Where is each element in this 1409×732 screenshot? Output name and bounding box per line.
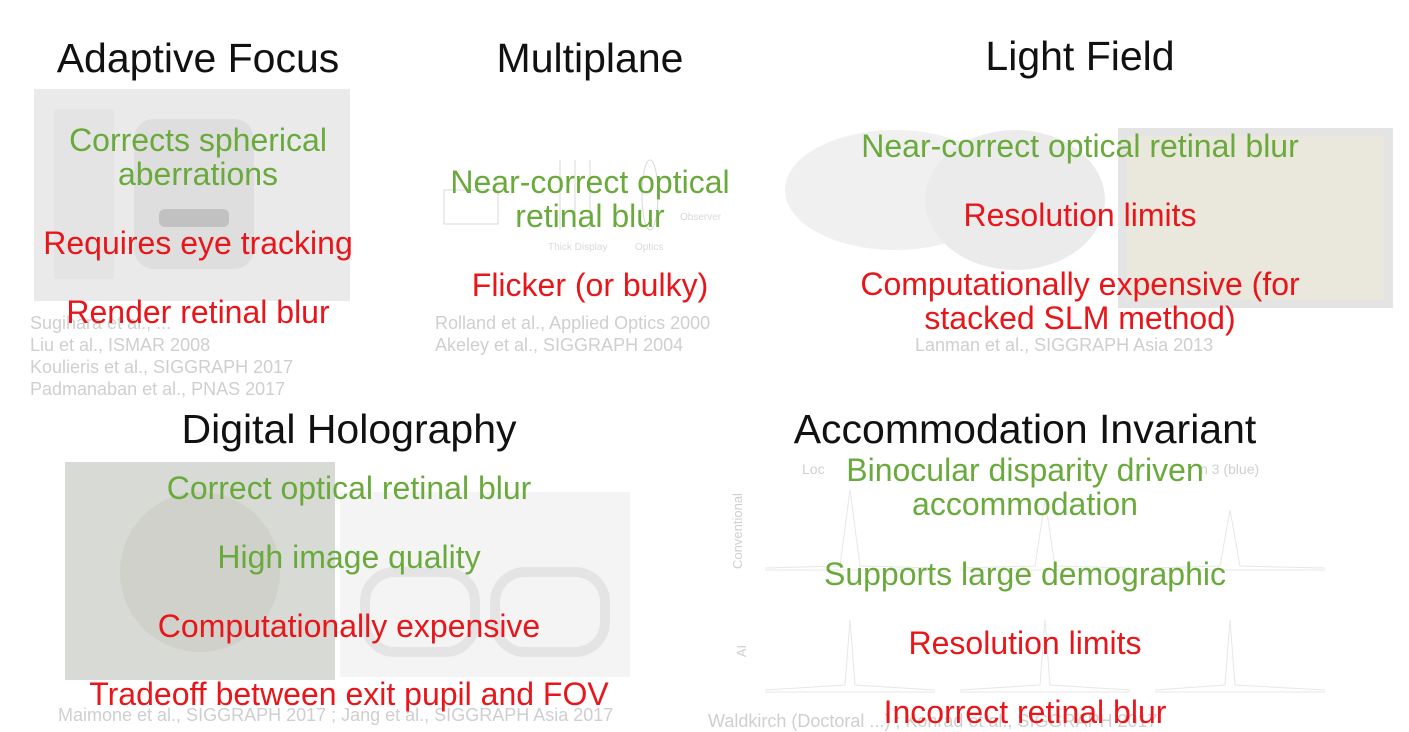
- svg-text:Observer: Observer: [680, 212, 722, 223]
- ai-figure-ylabel-conventional: Conventional: [729, 493, 745, 569]
- digital-holography-title: Digital Holography: [181, 406, 517, 452]
- multiplane-ref: Rolland et al., Applied Optics 2000: [435, 313, 711, 333]
- adaptive-focus-ref: Sugihara et al., ...: [30, 313, 172, 333]
- accommodation-invariant-title: Accommodation Invariant: [793, 406, 1257, 452]
- adaptive-focus-pro: aberrations: [117, 156, 279, 192]
- ai-figure-label-top-right: n 3 (blue): [1200, 461, 1260, 477]
- adaptive-focus-figure: [34, 89, 350, 301]
- ai-figure-label-top-left: Loc: [802, 461, 825, 477]
- accommodation-invariant-plots: [764, 489, 1326, 693]
- light-field-con: Computationally expensive (for: [860, 266, 1300, 302]
- adaptive-focus-ref: Padmanaban et al., PNAS 2017: [30, 379, 286, 399]
- adaptive-focus-con: Requires eye tracking: [43, 225, 353, 261]
- multiplane-pro: Near-correct optical: [450, 164, 730, 200]
- digital-holography-con: Computationally expensive: [157, 608, 541, 644]
- multiplane-title: Multiplane: [496, 35, 684, 81]
- digital-holography-pro: Correct optical retinal blur: [166, 470, 532, 506]
- ai-figure-ylabel-ai: AI: [734, 644, 750, 658]
- multiplane-con: Flicker (or bulky): [471, 267, 709, 303]
- light-field-con: Resolution limits: [963, 197, 1197, 233]
- light-field-headset-figure: [785, 128, 1393, 308]
- digital-holography-con: Tradeoff between exit pupil and FOV: [89, 676, 609, 712]
- adaptive-focus-title: Adaptive Focus: [56, 35, 340, 81]
- multiplane-pro: retinal blur: [515, 198, 665, 234]
- accommodation-invariant-pro: accommodation: [912, 486, 1138, 522]
- light-field-ref: Lanman et al., SIGGRAPH Asia 2013: [915, 335, 1214, 355]
- adaptive-focus-con: Render retinal blur: [66, 294, 330, 330]
- light-field-title: Light Field: [985, 33, 1175, 79]
- light-field-pro: Near-correct optical retinal blur: [861, 128, 1299, 164]
- adaptive-focus-ref: Liu et al., ISMAR 2008: [30, 335, 211, 355]
- accommodation-invariant-con: Incorrect retinal blur: [883, 694, 1167, 730]
- digital-holography-figure: [65, 462, 630, 680]
- multiplane-ref: Akeley et al., SIGGRAPH 2004: [435, 335, 684, 355]
- light-field-con: stacked SLM method): [924, 300, 1236, 336]
- accommodation-invariant-con: Resolution limits: [908, 625, 1142, 661]
- accommodation-invariant-ref: Waldkirch (Doctoral ...) ; Konrad et al.…: [708, 711, 1158, 731]
- adaptive-focus-ref: Koulieris et al., SIGGRAPH 2017: [30, 357, 294, 377]
- accommodation-invariant-pro: Supports large demographic: [823, 556, 1227, 592]
- digital-holography-pro: High image quality: [217, 539, 481, 575]
- svg-text:Thick Display: Thick Display: [548, 242, 607, 253]
- multiplane-diagram: Thick Display Optics Observer: [443, 159, 722, 253]
- accommodation-invariant-pro: Binocular disparity driven: [846, 452, 1204, 488]
- svg-text:Optics: Optics: [635, 242, 663, 253]
- digital-holography-ref: Maimone et al., SIGGRAPH 2017 ; Jang et …: [58, 705, 614, 725]
- adaptive-focus-pro: Corrects spherical: [69, 122, 327, 158]
